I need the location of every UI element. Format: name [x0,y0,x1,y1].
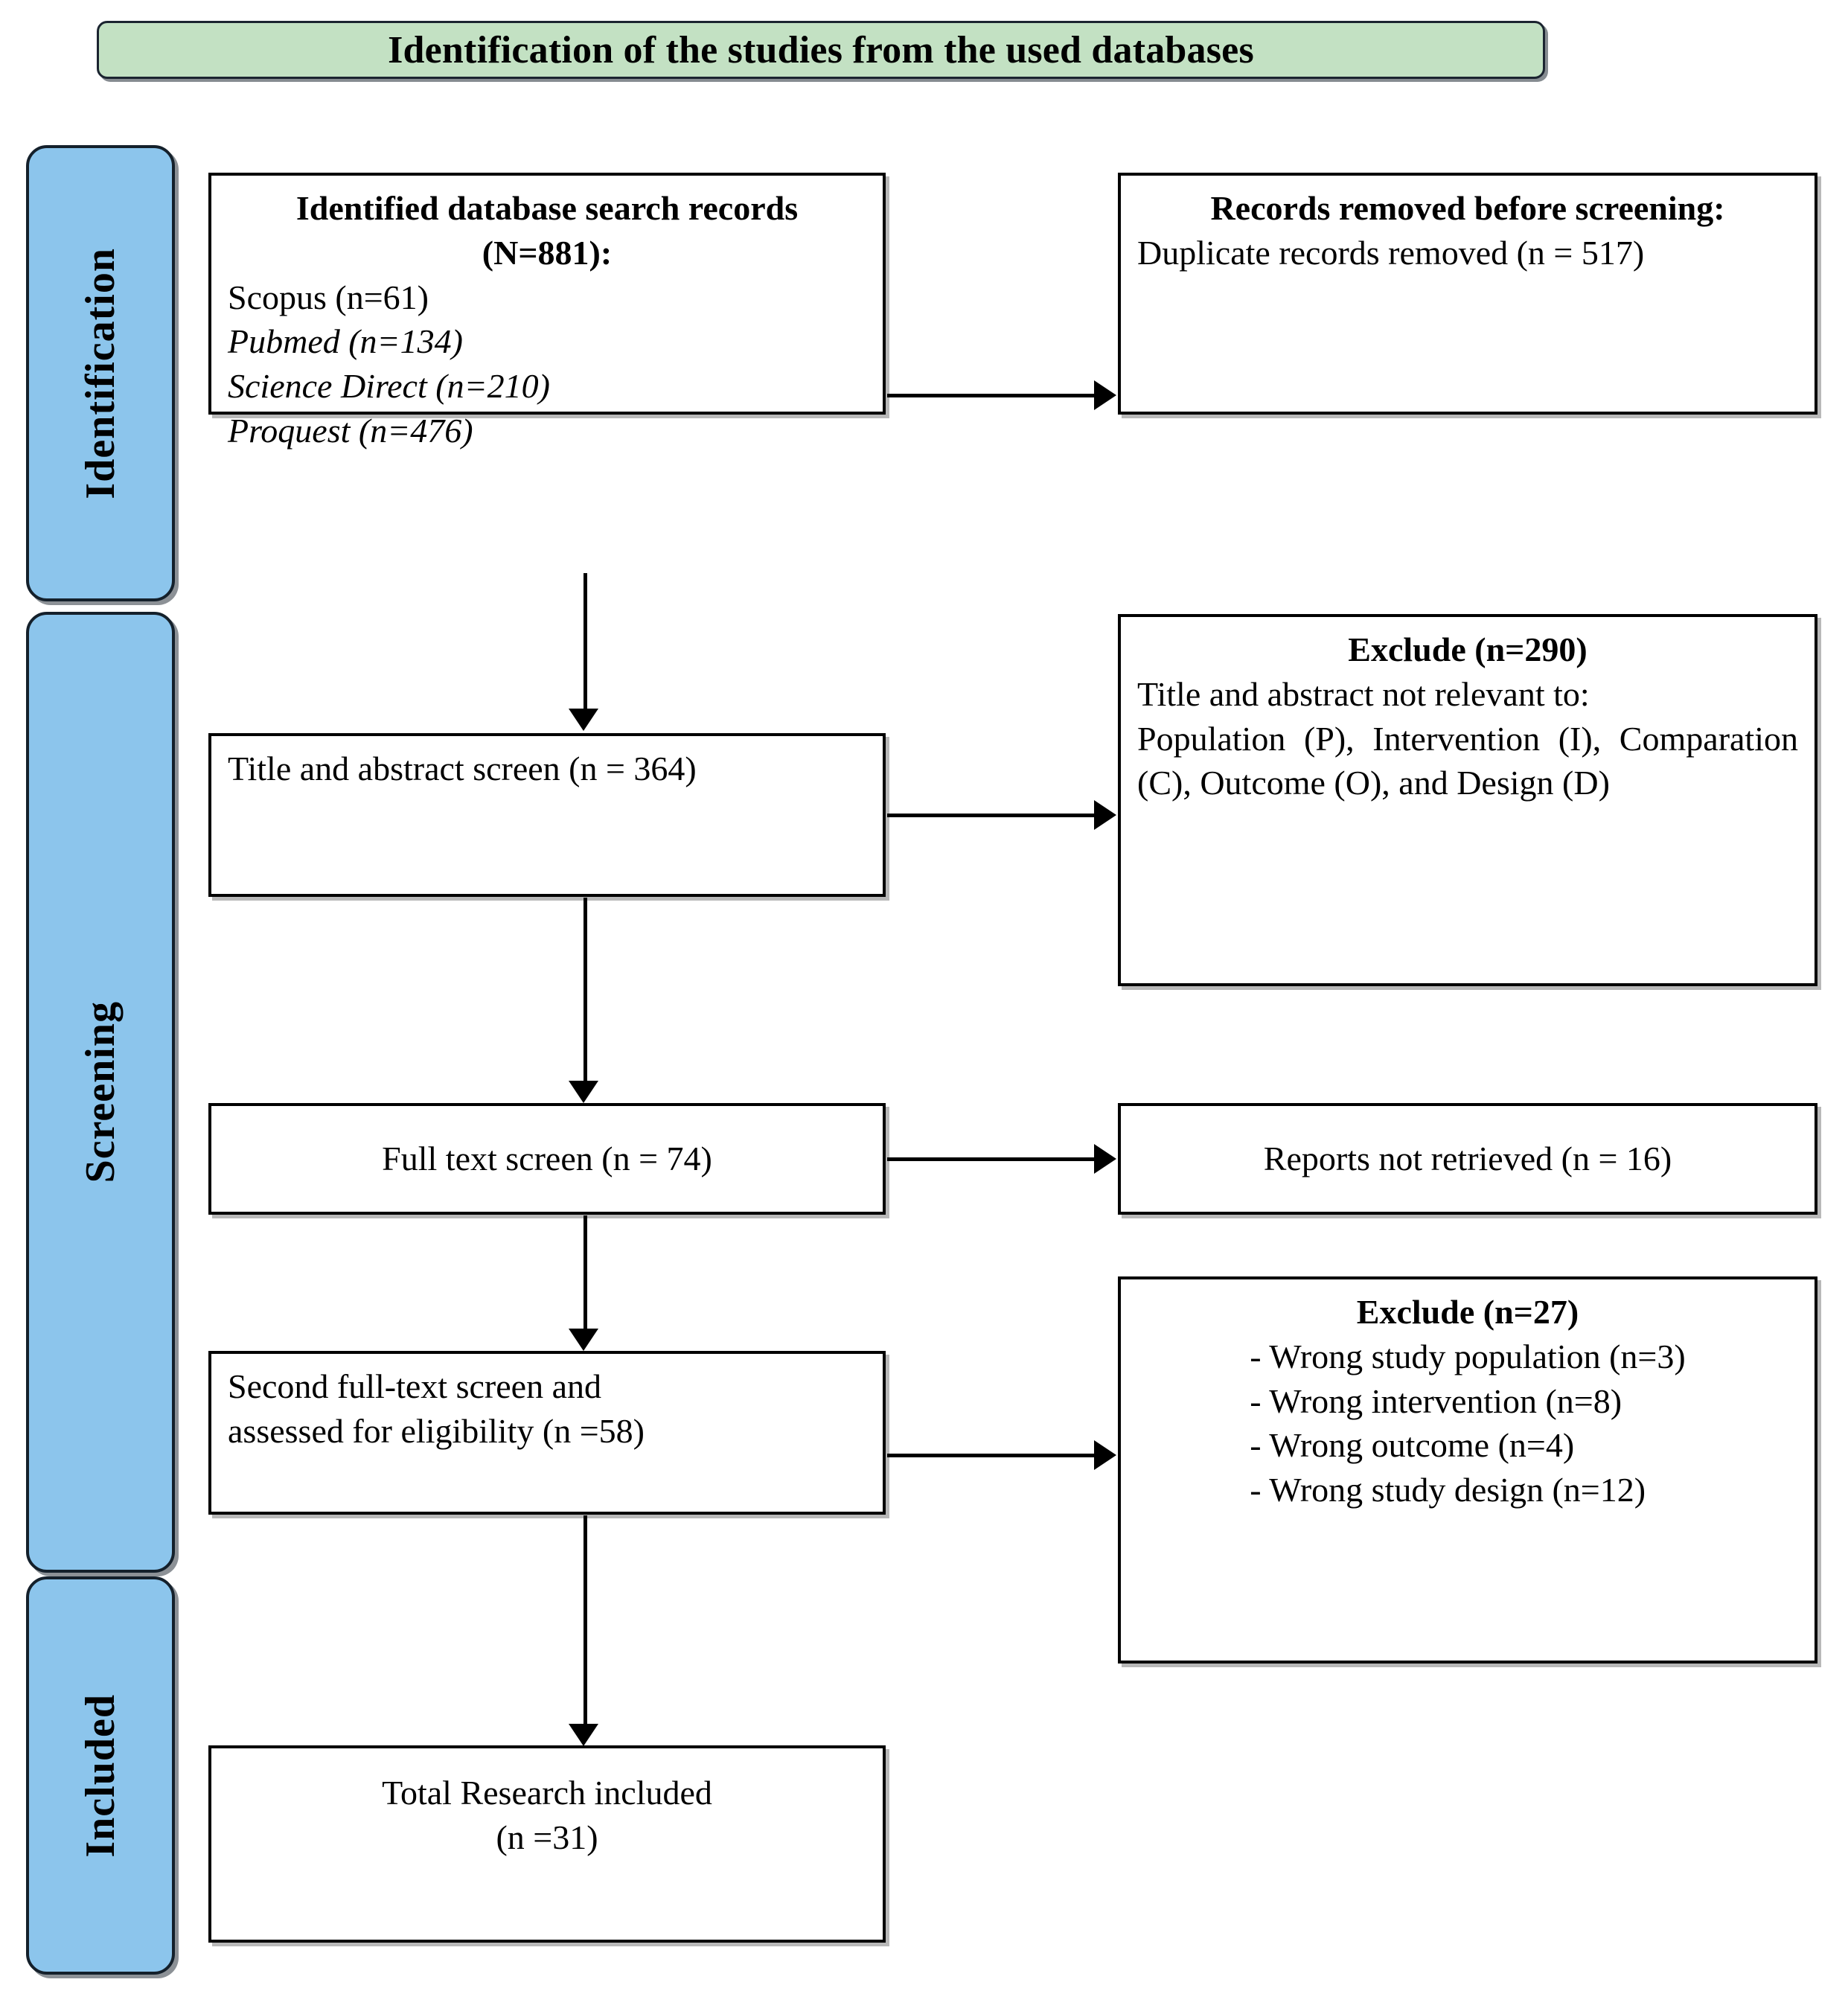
box-exclude-290-reason-1: Title and abstract not relevant to: [1137,674,1590,713]
phase-label-screening: Screening [77,1001,124,1183]
connector-second-screen-to-total [584,1515,587,1728]
connector-title-screen-to-full-text [584,898,587,1084]
box-title-abstract-screen-text: Title and abstract screen (n = 364) [228,750,697,787]
box-total-research-included: Total Research included (n =31) [208,1745,886,1943]
box-full-text-screen-text: Full text screen (n = 74) [382,1140,712,1177]
box-reports-not-retrieved: Reports not retrieved (n = 16) [1118,1103,1817,1215]
connector-identified-to-title-screen [584,573,587,711]
box-exclude-27-reason-list: - Wrong study population (n=3) - Wrong i… [1250,1335,1685,1512]
connector-identified-to-removed [887,394,1094,397]
phase-band-identification: Identification [26,145,175,601]
box-second-full-text-screen-line-2: assessed for eligibility (n =58) [228,1411,645,1450]
connector-title-screen-to-exclude-290 [887,814,1094,817]
box-total-research-included-line-1: Total Research included [382,1774,712,1812]
page-title: Identification of the studies from the u… [97,21,1545,79]
box-identified-records: Identified database search records (N=88… [208,173,886,450]
box-exclude-290-heading: Exclude (n=290) [1348,630,1588,668]
connector-full-text-to-second-screen [584,1215,587,1331]
box-exclude-27-heading: Exclude (n=27) [1356,1293,1579,1331]
arrowhead-title-screen-to-full-text [569,1081,598,1103]
page-title-text: Identification of the studies from the u… [388,28,1254,71]
arrowhead-identified-to-title-screen [569,709,598,731]
box-full-text-screen: Full text screen (n = 74) [208,1103,886,1215]
box-records-removed-heading: Records removed before screening: [1210,189,1725,227]
phase-band-screening: Screening [26,612,175,1573]
arrowhead-identified-to-removed [1094,380,1116,410]
box-title-abstract-screen: Title and abstract screen (n = 364) [208,733,886,897]
box-identified-heading: Identified database search records (N=88… [295,189,799,272]
box-identified-source-scopus: Scopus (n=61) [228,278,429,316]
box-records-removed-before-screening: Records removed before screening: Duplic… [1118,173,1817,415]
arrowhead-second-screen-to-total [569,1724,598,1746]
box-reports-not-retrieved-text: Reports not retrieved (n = 16) [1263,1140,1672,1177]
arrowhead-second-screen-to-exclude-27 [1094,1440,1116,1470]
arrowhead-title-screen-to-exclude-290 [1094,800,1116,830]
box-identified-source-proquest: Proquest (n=476) [228,411,473,450]
box-identified-source-pubmed: Pubmed (n=134) [228,322,463,361]
box-exclude-27-reason-2: - Wrong intervention (n=8) [1250,1381,1622,1420]
box-exclude-27-reason-1: - Wrong study population (n=3) [1250,1337,1686,1375]
box-exclude-27: Exclude (n=27) - Wrong study population … [1118,1276,1817,1664]
connector-second-screen-to-exclude-27 [887,1454,1094,1457]
phase-label-included: Included [77,1693,124,1858]
box-identified-source-sciencedirect: Science Direct (n=210) [228,367,550,406]
box-exclude-290: Exclude (n=290) Title and abstract not r… [1118,614,1817,986]
box-exclude-27-reason-3: - Wrong outcome (n=4) [1250,1426,1575,1465]
connector-full-text-to-not-retrieved [887,1157,1094,1161]
box-second-full-text-screen: Second full-text screen and assessed for… [208,1351,886,1515]
box-exclude-27-reason-4: - Wrong study design (n=12) [1250,1471,1646,1509]
box-exclude-290-reason-2: Population (P), Intervention (I), Compar… [1137,719,1798,802]
phase-label-identification: Identification [77,247,124,499]
arrowhead-full-text-to-second-screen [569,1329,598,1351]
box-total-research-included-line-2: (n =31) [496,1818,598,1856]
arrowhead-full-text-to-not-retrieved [1094,1144,1116,1174]
box-records-removed-duplicates: Duplicate records removed (n = 517) [1137,233,1645,272]
phase-band-included: Included [26,1576,175,1975]
box-second-full-text-screen-line-1: Second full-text screen and [228,1367,601,1405]
